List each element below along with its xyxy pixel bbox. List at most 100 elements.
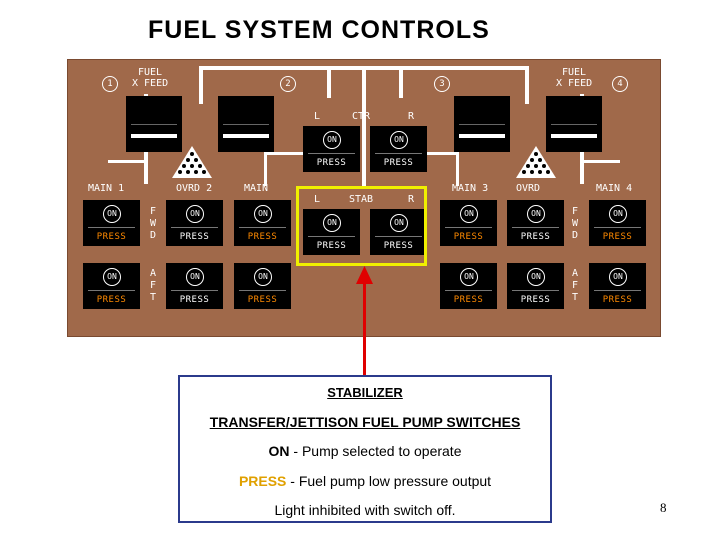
on-indicator: ON xyxy=(323,131,341,149)
engine-1-indicator: 1 xyxy=(102,76,118,92)
manifold-right-upright xyxy=(525,66,529,104)
fuel-control-panel: 1 2 3 4 FUEL X FEED FUEL X FEED L CTR R … xyxy=(67,59,661,337)
fwd-right-label: F W D xyxy=(571,206,579,241)
on-indicator: ON xyxy=(186,268,204,286)
xfeed-3-switch[interactable] xyxy=(454,96,510,152)
ctr-right-branch xyxy=(399,66,403,98)
press-description: - Fuel pump low pressure output xyxy=(286,473,492,489)
info-note: Light inhibited with switch off. xyxy=(274,502,456,518)
xfeed-left-label-2: X FEED xyxy=(132,78,169,89)
page-number: 8 xyxy=(660,500,667,515)
main-1-aft-pump-switch[interactable]: ON PRESS xyxy=(83,263,140,309)
xfeed-4-switch[interactable] xyxy=(546,96,602,152)
on-indicator: ON xyxy=(390,131,408,149)
stab-right-pump-switch[interactable]: ON PRESS xyxy=(370,209,427,255)
ctr-left-branch xyxy=(327,66,331,98)
on-indicator: ON xyxy=(460,268,478,286)
info-callout-box: STABILIZER TRANSFER/JETTISON FUEL PUMP S… xyxy=(178,375,552,523)
on-indicator: ON xyxy=(323,214,341,232)
main-1-label: MAIN 1 xyxy=(88,183,125,194)
stab-highlight-box xyxy=(296,186,427,266)
main-3-label: MAIN 3 xyxy=(452,183,489,194)
press-term: PRESS xyxy=(238,473,287,489)
main-2-fwd-pump-switch[interactable]: ON PRESS xyxy=(234,200,291,246)
main-1-fwd-pump-switch[interactable]: ON PRESS xyxy=(83,200,140,246)
press-light: PRESS xyxy=(247,295,278,305)
on-description: - Pump selected to operate xyxy=(289,443,462,459)
left-tank-icon xyxy=(172,146,212,178)
press-light: PRESS xyxy=(453,232,484,242)
aft-right-label: A F T xyxy=(571,268,579,303)
ctr-left-label: L xyxy=(314,111,321,122)
xfeed-1-switch[interactable] xyxy=(126,96,182,152)
left-lower-manifold xyxy=(264,152,334,155)
pointer-arrow-shaft xyxy=(363,282,366,378)
press-light: PRESS xyxy=(179,295,210,305)
page-title: FUEL SYSTEM CONTROLS xyxy=(148,16,490,44)
aft-left-label: A F T xyxy=(149,268,157,303)
main-2-label: MAIN xyxy=(244,183,269,194)
center-feed-line xyxy=(362,66,366,186)
main-4-aft-pump-switch[interactable]: ON PRESS xyxy=(589,263,646,309)
main-4-label: MAIN 4 xyxy=(596,183,633,194)
on-indicator: ON xyxy=(609,205,627,223)
press-light: PRESS xyxy=(383,241,414,251)
xfeed-2-switch[interactable] xyxy=(218,96,274,152)
press-light: PRESS xyxy=(179,232,210,242)
press-light: PRESS xyxy=(247,232,278,242)
ovrd-3-aft-pump-switch[interactable]: ON PRESS xyxy=(507,263,564,309)
press-light: PRESS xyxy=(520,232,551,242)
info-press-line: PRESS - Fuel pump low pressure output xyxy=(180,473,550,489)
stab-right-label: R xyxy=(408,194,415,205)
ovrd-2-label: OVRD 2 xyxy=(176,183,213,194)
engine-2-indicator: 2 xyxy=(280,76,296,92)
xfeed-right-label-1: FUEL xyxy=(562,67,587,78)
press-light: PRESS xyxy=(316,241,347,251)
engine-4-indicator: 4 xyxy=(612,76,628,92)
left-stub xyxy=(264,152,267,186)
ovrd-3-label: OVRD xyxy=(516,183,541,194)
left-cross-line xyxy=(108,160,148,163)
ctr-right-label: R xyxy=(408,111,415,122)
ovrd-2-aft-pump-switch[interactable]: ON PRESS xyxy=(166,263,223,309)
xfeed-left-label-1: FUEL xyxy=(138,67,163,78)
on-indicator: ON xyxy=(254,268,272,286)
ovrd-3-fwd-pump-switch[interactable]: ON PRESS xyxy=(507,200,564,246)
info-on-line: ON - Pump selected to operate xyxy=(180,443,550,459)
stab-left-label: L xyxy=(314,194,321,205)
stab-left-pump-switch[interactable]: ON PRESS xyxy=(303,209,360,255)
on-indicator: ON xyxy=(609,268,627,286)
main-2-aft-pump-switch[interactable]: ON PRESS xyxy=(234,263,291,309)
press-light: PRESS xyxy=(602,232,633,242)
right-tank-icon xyxy=(516,146,556,178)
press-light: PRESS xyxy=(96,295,127,305)
main-3-fwd-pump-switch[interactable]: ON PRESS xyxy=(440,200,497,246)
manifold-left-upright xyxy=(199,66,203,104)
press-light: PRESS xyxy=(316,158,347,168)
main-4-fwd-pump-switch[interactable]: ON PRESS xyxy=(589,200,646,246)
ovrd-2-fwd-pump-switch[interactable]: ON PRESS xyxy=(166,200,223,246)
on-indicator: ON xyxy=(527,205,545,223)
press-light: PRESS xyxy=(383,158,414,168)
right-cross-line xyxy=(580,160,620,163)
ctr-center-label: CTR xyxy=(352,111,371,122)
press-light: PRESS xyxy=(520,295,551,305)
press-light: PRESS xyxy=(602,295,633,305)
on-indicator: ON xyxy=(390,214,408,232)
info-heading: STABILIZER xyxy=(327,385,403,400)
on-indicator: ON xyxy=(254,205,272,223)
xfeed-right-label-2: X FEED xyxy=(556,78,593,89)
on-term: ON xyxy=(268,443,290,459)
ctr-right-pump-switch[interactable]: ON PRESS xyxy=(370,126,427,172)
fwd-left-label: F W D xyxy=(149,206,157,241)
on-indicator: ON xyxy=(186,205,204,223)
pointer-arrowhead-icon xyxy=(356,266,373,284)
press-light: PRESS xyxy=(453,295,484,305)
press-light: PRESS xyxy=(96,232,127,242)
engine-3-indicator: 3 xyxy=(434,76,450,92)
on-indicator: ON xyxy=(460,205,478,223)
on-indicator: ON xyxy=(103,268,121,286)
main-3-aft-pump-switch[interactable]: ON PRESS xyxy=(440,263,497,309)
on-indicator: ON xyxy=(527,268,545,286)
ctr-left-pump-switch[interactable]: ON PRESS xyxy=(303,126,360,172)
